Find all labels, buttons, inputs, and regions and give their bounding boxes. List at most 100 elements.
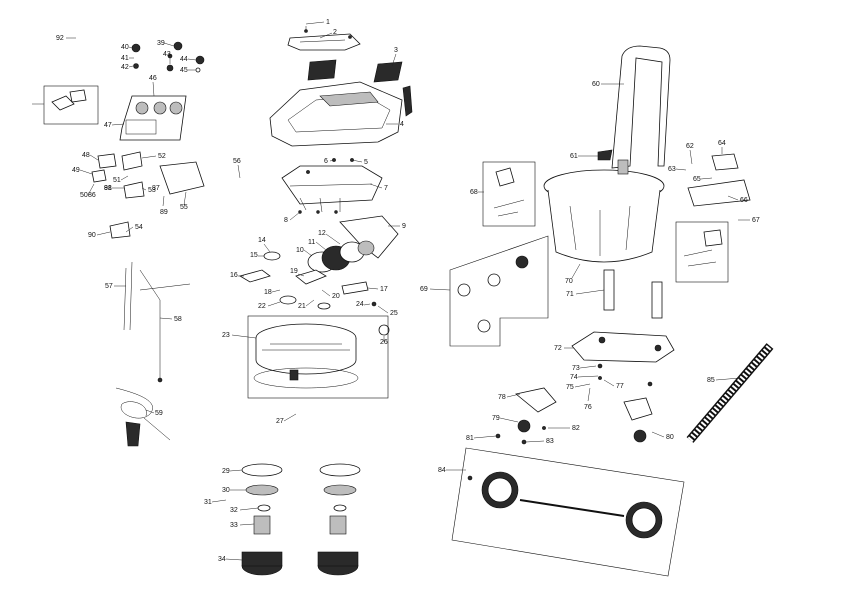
brush-holders — [238, 251, 390, 336]
part-number: 18 — [264, 289, 272, 296]
part-number: 90 — [88, 232, 96, 239]
part-number: 60 — [592, 81, 600, 88]
part-number: 64 — [718, 140, 726, 147]
part-number: 72 — [554, 345, 562, 352]
part-number: 73 — [572, 365, 580, 372]
part-number: 56 — [233, 158, 241, 165]
part-number: 67 — [752, 217, 760, 224]
part-number: 75 — [566, 384, 574, 391]
part-number: 61 — [570, 153, 578, 160]
filter-grille-pair — [307, 59, 403, 83]
part-number: 68 — [470, 189, 478, 196]
part-number: 53 — [148, 187, 156, 194]
part-number: 49 — [72, 167, 80, 174]
part-number: 44 — [180, 56, 188, 63]
motor-top-housing — [269, 81, 403, 147]
part-number: 58 — [174, 316, 182, 323]
inset-panel-92 — [43, 85, 99, 125]
part-number: 71 — [566, 291, 574, 298]
part-number: 87 — [152, 185, 160, 192]
part-number: 82 — [572, 425, 580, 432]
part-number: 3 — [394, 47, 398, 54]
part-number: 70 — [565, 278, 573, 285]
part-number: 17 — [380, 286, 388, 293]
air-duct — [339, 215, 399, 259]
part-number: 11 — [308, 239, 315, 246]
part-number: 80 — [666, 434, 674, 441]
part-number: 25 — [390, 310, 398, 317]
part-number: 16 — [230, 272, 238, 279]
part-number: 9 — [402, 223, 406, 230]
part-number: 23 — [222, 332, 230, 339]
part-number: 29 — [222, 468, 230, 475]
part-number: 33 — [230, 522, 238, 529]
part-number: 76 — [584, 404, 592, 411]
part-number: 77 — [616, 383, 624, 390]
motor-assembly — [307, 240, 375, 273]
part-number: 4 — [400, 121, 404, 128]
caster-parts — [241, 463, 361, 576]
part-number: 6 — [324, 158, 328, 165]
part-number: 74 — [570, 374, 578, 381]
motor-base — [253, 323, 359, 389]
part-number: 31 — [204, 499, 212, 506]
part-number: 65 — [693, 176, 701, 183]
part-number: 54 — [135, 224, 143, 231]
part-number: 92 — [56, 35, 64, 42]
part-number: 21 — [298, 303, 306, 310]
part-number: 89 — [160, 209, 168, 216]
part-number: 15 — [250, 252, 258, 259]
part-number: 57 — [105, 283, 113, 290]
motor-base-frame — [247, 315, 389, 399]
part-number: 7 — [384, 185, 388, 192]
part-number: 51 — [113, 177, 121, 184]
part-number: 48 — [82, 152, 90, 159]
top-handle-cover — [287, 26, 361, 51]
part-number: 32 — [230, 507, 238, 514]
part-number: 14 — [258, 237, 266, 244]
part-number: 62 — [686, 143, 694, 150]
suction-hose — [686, 343, 774, 443]
part-number: 52 — [158, 153, 166, 160]
part-number: 47 — [104, 122, 112, 129]
handle-frame — [611, 45, 671, 169]
collection-tank — [543, 159, 665, 263]
part-number: 85 — [707, 377, 715, 384]
switch-components — [91, 151, 205, 239]
caster-front-left — [515, 387, 557, 433]
caster-front-right — [623, 397, 653, 443]
part-number: 66 — [740, 197, 748, 204]
part-number: 42 — [121, 64, 129, 71]
part-number: 46 — [149, 75, 157, 82]
part-number: 24 — [356, 301, 364, 308]
inset-69 — [449, 235, 549, 347]
part-number: 50 — [80, 192, 88, 199]
part-number: 59 — [155, 410, 163, 417]
part-number: 22 — [258, 303, 266, 310]
part-number: 40 — [121, 44, 129, 51]
part-number: 19 — [290, 268, 298, 275]
cable-bundle — [123, 261, 191, 383]
part-number: 81 — [466, 435, 474, 442]
wheel-axle-panel — [451, 447, 685, 577]
latch-parts — [597, 149, 751, 207]
part-number: 69 — [420, 286, 428, 293]
part-number: 10 — [296, 247, 304, 254]
part-number: 8 — [284, 217, 288, 224]
part-number: 20 — [332, 293, 340, 300]
part-number: 55 — [180, 204, 188, 211]
inset-68-bottom — [675, 221, 729, 283]
part-number: 1 — [326, 19, 330, 26]
part-number: 2 — [333, 29, 337, 36]
side-clip — [402, 85, 413, 117]
control-panel-plate — [119, 95, 187, 141]
base-chassis — [571, 331, 675, 363]
part-number: 12 — [318, 230, 326, 237]
screws-row — [298, 158, 354, 214]
part-number: 86 — [88, 192, 96, 199]
inset-68-top — [482, 161, 536, 227]
part-number: 79 — [492, 415, 500, 422]
tank-tubes — [603, 269, 663, 319]
part-number: 26 — [380, 339, 388, 346]
small-fasteners — [495, 363, 653, 445]
